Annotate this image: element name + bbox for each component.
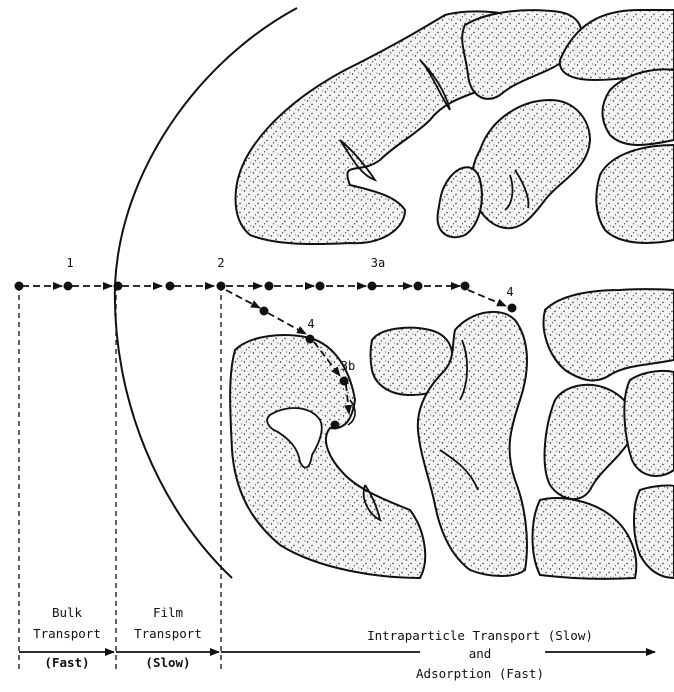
intra-caption-line1: Intraparticle Transport (Slow) <box>367 628 593 643</box>
step-label-2: 2 <box>217 256 224 270</box>
step-label-4-outer: 4 <box>506 285 513 299</box>
molecule-dot <box>114 282 123 291</box>
step-label-1: 1 <box>66 256 73 270</box>
film-caption-line1: Film <box>153 605 183 620</box>
particle-grain <box>533 498 637 579</box>
molecule-dot <box>306 335 315 344</box>
particle-grain <box>596 145 674 243</box>
molecule-dot <box>508 304 517 313</box>
molecule-dot <box>414 282 423 291</box>
particle-grain <box>624 371 674 476</box>
molecule-dot <box>316 282 325 291</box>
molecule-dot <box>217 282 226 291</box>
molecule-dot <box>461 282 470 291</box>
bulk-caption-line1: Bulk <box>52 605 83 620</box>
step-label-3b: 3b <box>341 359 355 373</box>
molecule-dot <box>331 421 340 430</box>
particle-grain <box>471 100 590 228</box>
molecule-dot <box>15 282 24 291</box>
particle-grain <box>544 289 674 380</box>
bulk-caption-line2: Transport <box>33 626 101 641</box>
step-label-3a: 3a <box>371 256 385 270</box>
molecule-dot <box>64 282 73 291</box>
molecule-dot <box>368 282 377 291</box>
intra-caption-line3: Adsorption (Fast) <box>416 666 544 681</box>
lower-right-particles <box>533 289 674 579</box>
particle-grain <box>603 69 674 145</box>
intra-caption-line2: and <box>469 646 492 661</box>
particle-grain <box>634 485 674 578</box>
upper-particle-cluster <box>236 10 674 244</box>
film-caption-speed: (Slow) <box>145 655 190 670</box>
step-label-4-surface: 4 <box>307 317 314 331</box>
particle-grain <box>545 385 634 499</box>
molecule-dot <box>166 282 175 291</box>
film-caption-line2: Transport <box>134 626 202 641</box>
particle-grain <box>438 167 482 237</box>
molecule-dot <box>265 282 274 291</box>
region-captions: Bulk Transport (Fast) Film Transport (Sl… <box>33 605 593 681</box>
bulk-caption-speed: (Fast) <box>44 655 89 670</box>
molecule-dot <box>260 307 269 316</box>
molecule-dot <box>340 377 349 386</box>
region-boundaries <box>19 286 221 670</box>
